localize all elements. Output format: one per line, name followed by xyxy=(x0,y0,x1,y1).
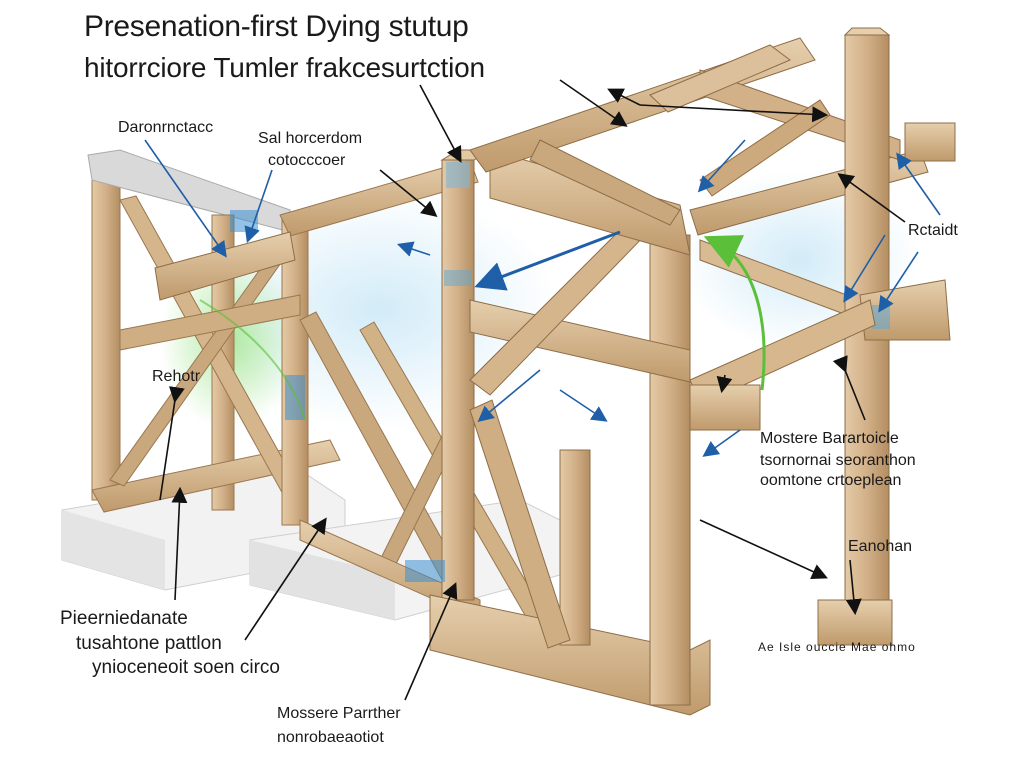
right-post xyxy=(689,27,951,646)
label-right-mid-line2: tsornornai seoranthon xyxy=(760,452,916,469)
label-bottom-mid-line2: nonrobaeaotiot xyxy=(277,729,384,746)
label-bottom-left-line3: ynioceneoit soen circo xyxy=(92,657,280,678)
label-left-mid: Rehotr xyxy=(152,368,201,385)
label-top-mid-line1: Sal horcerdom xyxy=(258,130,363,147)
label-right-bottom: Ae Isle ouccie Mae ohmo xyxy=(758,640,916,654)
label-right-upper: Rctaidt xyxy=(908,222,958,239)
central-post xyxy=(440,149,492,601)
label-bottom-mid-line1: Mossere Parrther xyxy=(277,705,401,722)
label-top-mid-line2: cotocccoer xyxy=(268,152,346,169)
label-top-left: Daronrnctacc xyxy=(118,119,214,136)
diagram-subtitle: hitorrciore Tumler frakcesurtction xyxy=(84,52,485,83)
label-right-lower: Eanohan xyxy=(848,538,913,555)
label-bottom-left-line1: Pieerniedanate xyxy=(60,608,188,629)
label-bottom-left-line2: tusahtone pattlon xyxy=(76,633,222,654)
diagram-title: Presenation-first Dying stutup xyxy=(84,10,469,43)
front-frame xyxy=(429,149,711,716)
label-right-mid-line1: Mostere Barartoicle xyxy=(760,430,899,447)
callout-arrows xyxy=(144,79,941,701)
label-right-mid-line3: oomtone crtoeplean xyxy=(760,472,902,489)
